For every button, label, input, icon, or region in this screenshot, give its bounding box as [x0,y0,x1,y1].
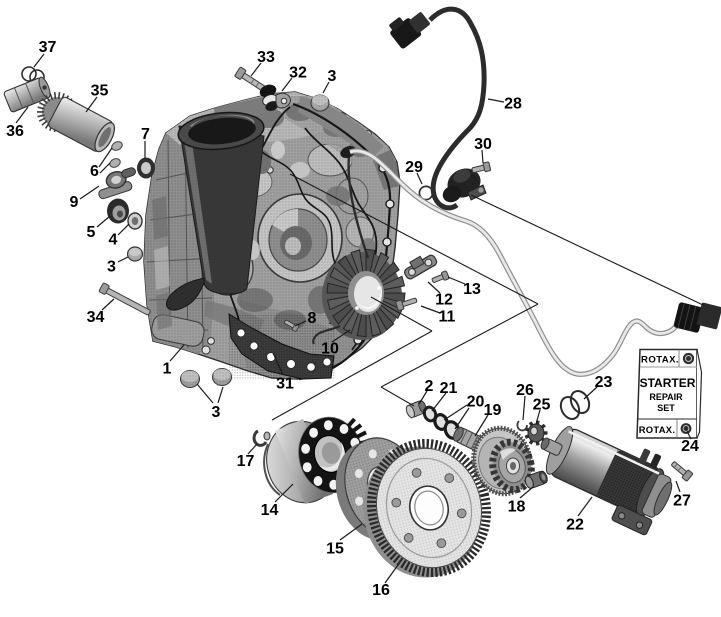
svg-text:26: 26 [516,382,534,399]
svg-text:19: 19 [484,402,502,419]
svg-text:20: 20 [467,394,485,411]
svg-text:5: 5 [87,224,96,241]
svg-text:34: 34 [87,309,105,326]
svg-text:30: 30 [474,136,492,153]
svg-text:ROTAX.: ROTAX. [639,424,676,435]
svg-text:37: 37 [39,39,57,56]
svg-text:31: 31 [276,376,294,393]
svg-text:8: 8 [308,310,317,327]
svg-text:STARTER: STARTER [640,376,696,390]
svg-text:24: 24 [681,438,699,455]
svg-text:10: 10 [321,341,339,358]
svg-text:3: 3 [107,259,116,276]
svg-text:25: 25 [533,397,551,414]
svg-text:6: 6 [90,163,99,180]
svg-text:28: 28 [504,96,522,113]
svg-text:14: 14 [261,502,279,519]
svg-text:16: 16 [372,582,390,599]
svg-text:9: 9 [70,194,79,211]
svg-text:REPAIR: REPAIR [649,392,683,402]
svg-text:33: 33 [257,49,275,66]
svg-text:29: 29 [405,159,423,176]
svg-text:18: 18 [508,499,526,516]
svg-text:12: 12 [435,292,453,309]
svg-text:27: 27 [673,493,691,510]
svg-text:3: 3 [212,404,221,421]
svg-text:36: 36 [6,123,24,140]
svg-text:1: 1 [163,361,172,378]
svg-text:32: 32 [289,65,307,82]
svg-text:7: 7 [141,126,150,143]
svg-text:17: 17 [237,453,255,470]
svg-text:SET: SET [657,403,675,413]
svg-text:21: 21 [440,380,458,397]
svg-text:22: 22 [566,517,584,534]
svg-text:2: 2 [425,378,434,395]
svg-text:15: 15 [326,541,344,558]
svg-text:ROTAX.: ROTAX. [641,355,679,366]
svg-text:3: 3 [328,68,337,85]
svg-text:11: 11 [439,309,456,326]
svg-text:4: 4 [109,232,118,249]
svg-text:13: 13 [463,281,481,298]
svg-text:23: 23 [595,374,613,391]
svg-text:35: 35 [91,83,109,100]
